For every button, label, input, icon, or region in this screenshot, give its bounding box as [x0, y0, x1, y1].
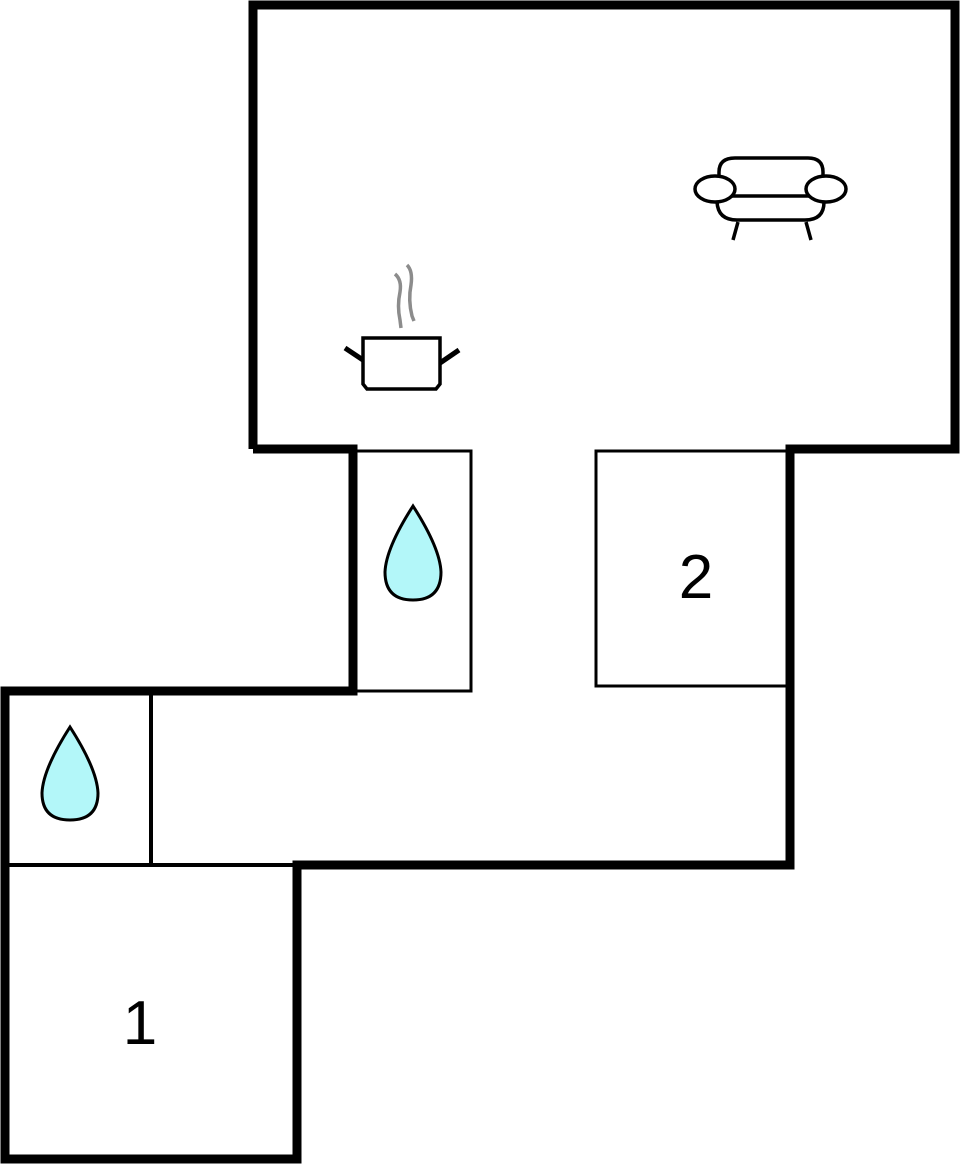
- water-drop-icon: [40, 724, 100, 822]
- cooking-pot-icon: [343, 263, 461, 391]
- room-label-bedroom-2: 2: [679, 543, 713, 612]
- room-bedroom-2: [594, 449, 790, 688]
- sofa-icon: [693, 156, 848, 241]
- room-label-bedroom-1: 1: [123, 989, 157, 1058]
- room-bathroom-upper: [353, 449, 473, 693]
- water-drop-icon: [383, 503, 443, 602]
